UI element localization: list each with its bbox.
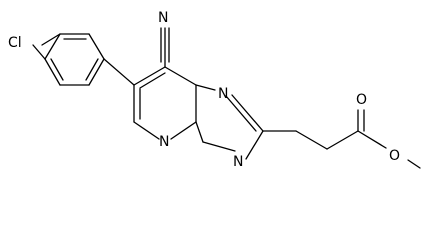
bond	[195, 84, 216, 91]
bond	[195, 121, 204, 143]
molecule-drawing: Cl N N N N O O	[8, 10, 421, 170]
bond	[133, 121, 160, 140]
bond-cl	[32, 44, 46, 60]
bond	[407, 159, 421, 169]
atom-n-triazole-top: N	[218, 86, 228, 102]
bond	[295, 130, 328, 150]
bond	[170, 121, 197, 140]
atom-n-triazole-bottom: N	[233, 154, 243, 170]
bond	[41, 33, 61, 46]
bond	[225, 95, 257, 132]
bond	[202, 141, 236, 152]
atom-cl: Cl	[8, 35, 22, 51]
bond	[85, 58, 99, 81]
atom-n-bridge: N	[159, 134, 169, 150]
bond	[164, 66, 197, 86]
bond	[88, 33, 105, 60]
atom-o-carbonyl: O	[356, 92, 367, 108]
bond	[44, 33, 61, 60]
bond	[50, 58, 64, 81]
bond	[245, 130, 264, 160]
bond	[326, 130, 359, 150]
atom-n-cyano: N	[158, 10, 168, 26]
bond	[139, 72, 166, 89]
chlorophenyl-ring	[41, 33, 105, 86]
triazole-ring	[195, 84, 264, 160]
ester-chain	[262, 109, 421, 169]
structure-canvas: Cl N N N N O O	[8, 10, 421, 170]
pyridine-ring	[133, 66, 197, 140]
bond	[44, 58, 61, 86]
bond	[133, 66, 166, 86]
bond	[88, 58, 105, 86]
bond	[103, 58, 135, 86]
atom-o-ester: O	[389, 148, 400, 164]
bond	[231, 94, 264, 132]
bond	[357, 130, 387, 149]
